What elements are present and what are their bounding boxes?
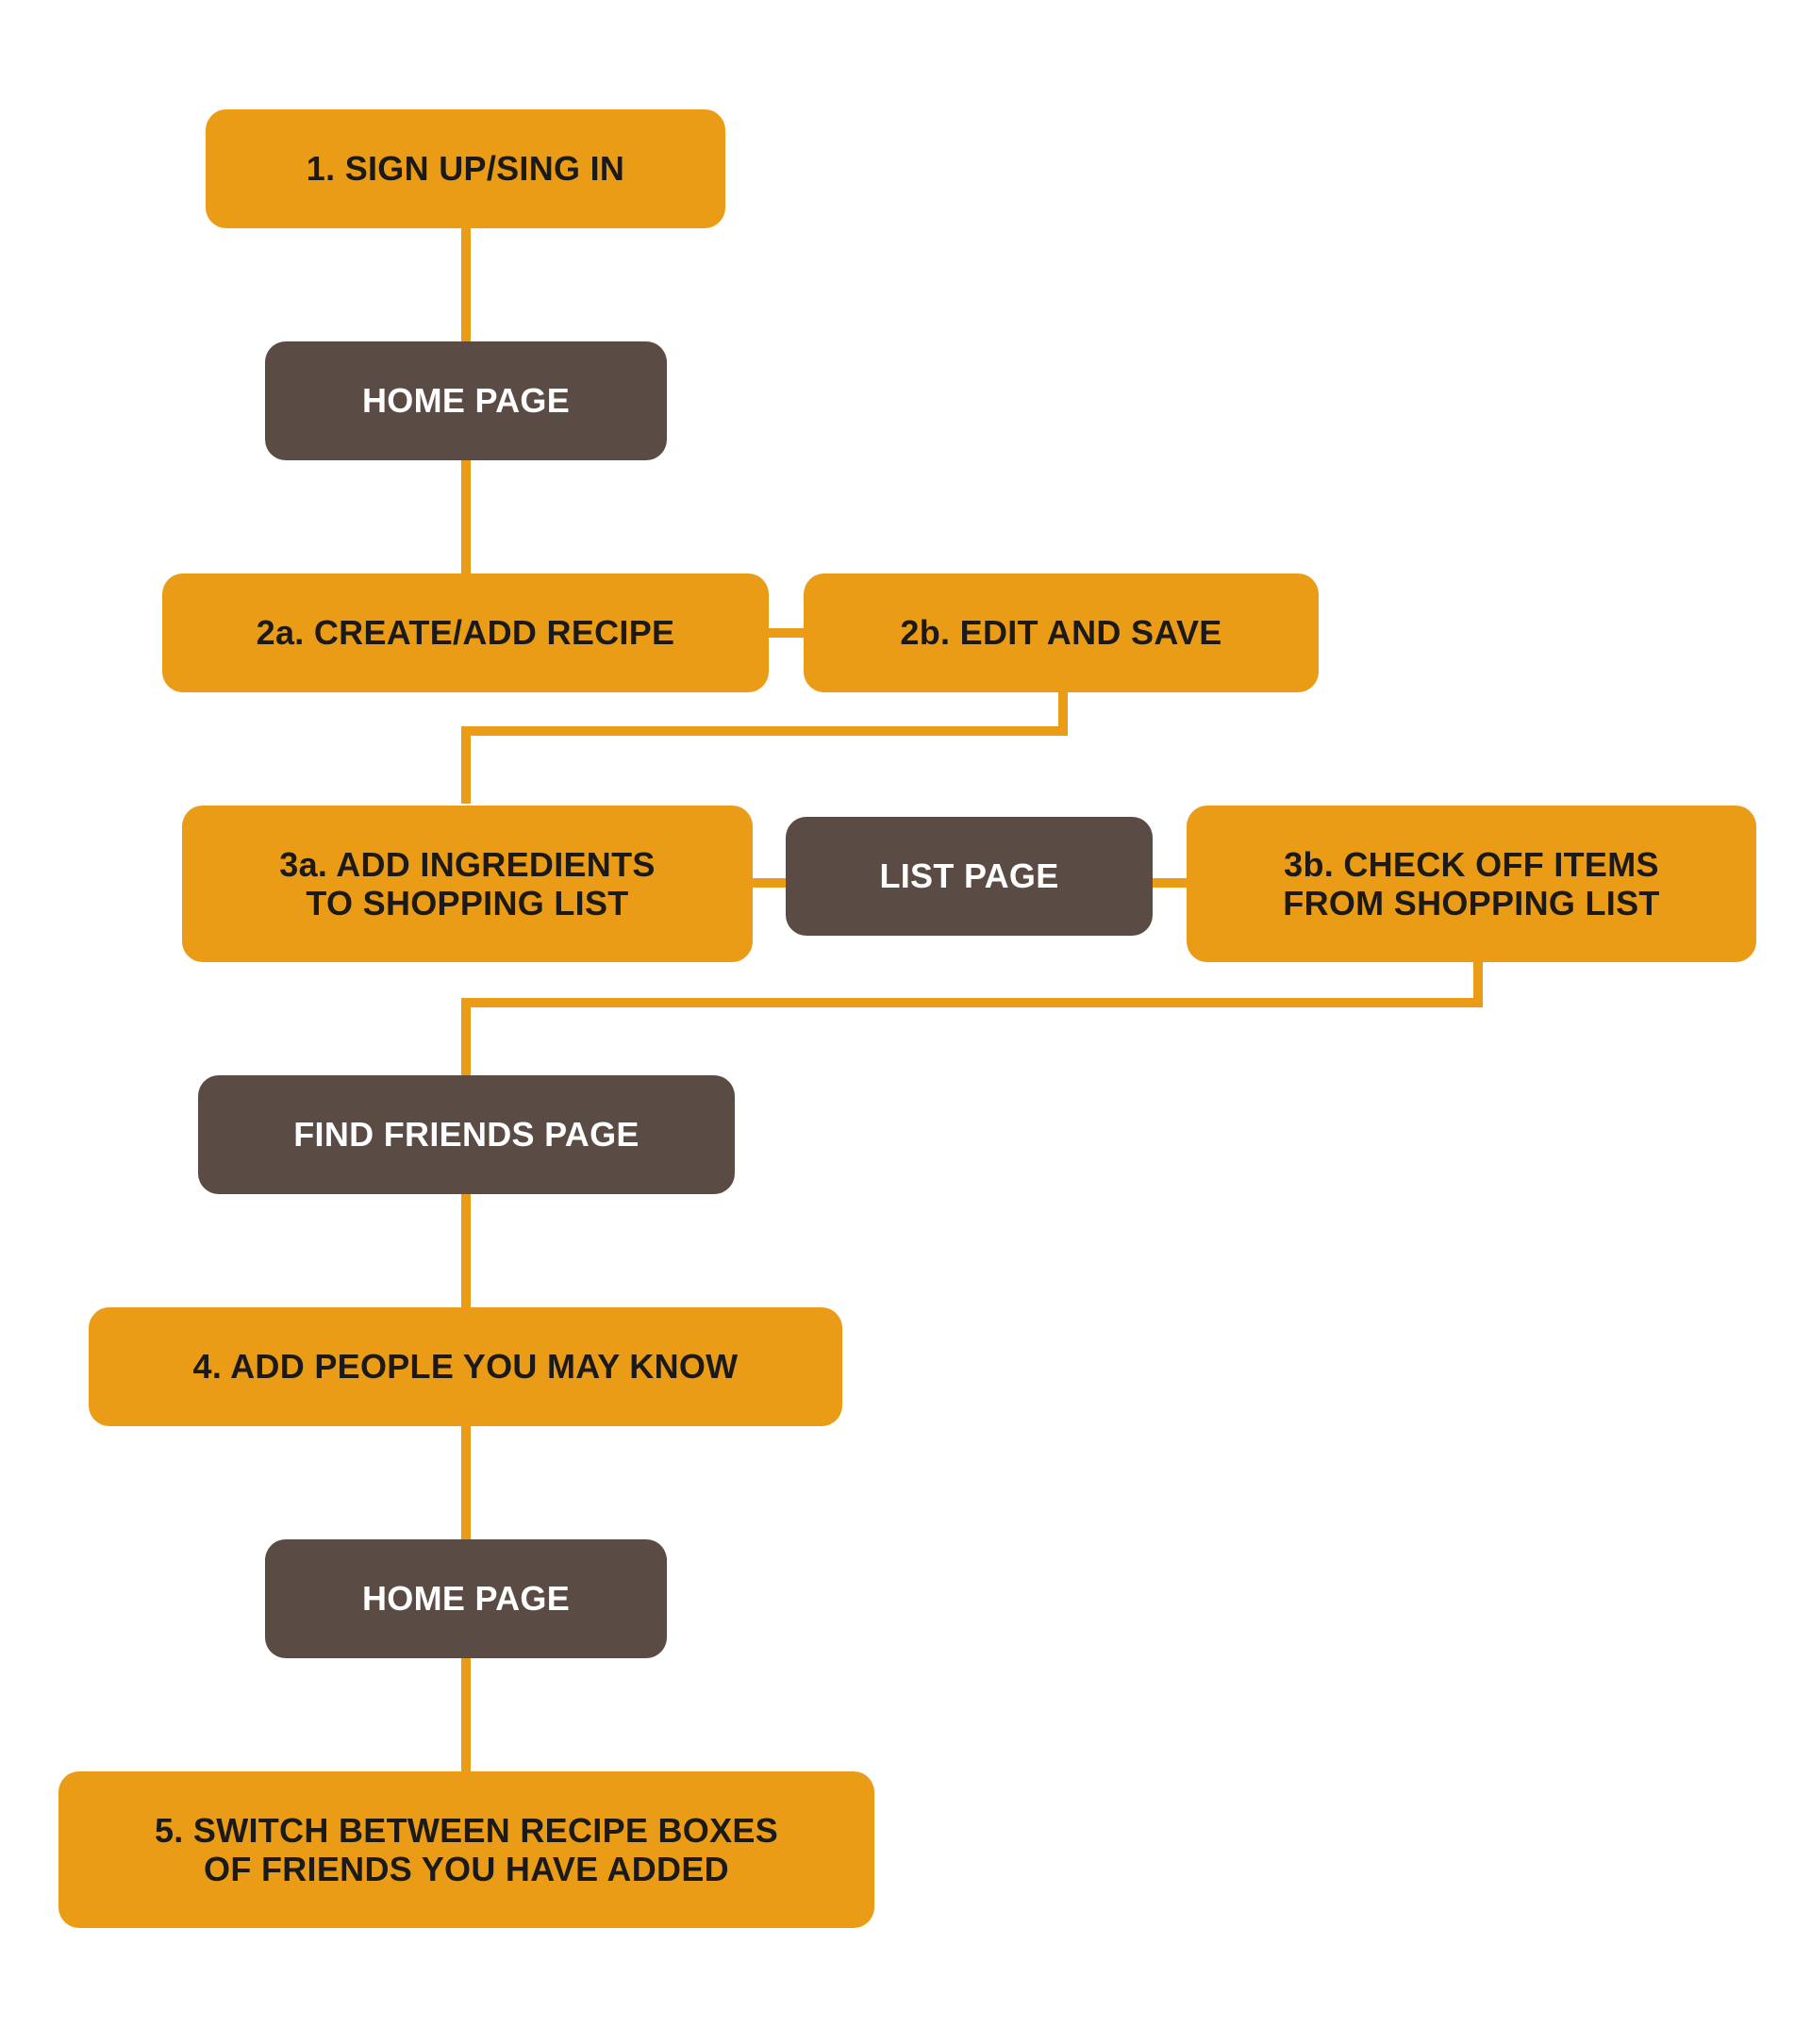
connector-create-edit (764, 628, 807, 638)
connector-checkoff-horizontal (461, 998, 1483, 1007)
list-page-node: LIST PAGE (786, 817, 1153, 936)
step-switch-boxes-label: 5. SWITCH BETWEEN RECIPE BOXES OF FRIEND… (154, 1810, 779, 1888)
connector-to-ingredients (461, 726, 471, 804)
connector-list-checkoff (1149, 878, 1188, 888)
step-add-people-label: 4. ADD PEOPLE YOU MAY KNOW (192, 1347, 739, 1387)
step-check-off: 3b. CHECK OFF ITEMS FROM SHOPPING LIST (1187, 806, 1756, 962)
step-create-recipe: 2a. CREATE/ADD RECIPE (162, 573, 769, 692)
step-edit-save: 2b. EDIT AND SAVE (804, 573, 1319, 692)
home-page-label: HOME PAGE (361, 381, 571, 421)
find-friends-page-label: FIND FRIENDS PAGE (293, 1115, 640, 1155)
step-add-people: 4. ADD PEOPLE YOU MAY KNOW (89, 1307, 842, 1426)
step-edit-save-label: 2b. EDIT AND SAVE (900, 613, 1222, 653)
connector-to-findfriends (461, 998, 471, 1075)
step-sign-in: 1. SIGN UP/SING IN (206, 109, 725, 228)
connector-addpeople-home (461, 1422, 471, 1543)
find-friends-page-node: FIND FRIENDS PAGE (198, 1075, 735, 1194)
connector-signin-home (461, 226, 471, 347)
connector-edit-down (1058, 687, 1068, 736)
step-check-off-label: 3b. CHECK OFF ITEMS FROM SHOPPING LIST (1283, 844, 1660, 922)
connector-ingredients-list (749, 878, 789, 888)
home-page-node-2: HOME PAGE (265, 1539, 667, 1658)
connector-checkoff-down (1473, 958, 1483, 1007)
step-sign-in-label: 1. SIGN UP/SING IN (306, 149, 625, 189)
connector-edit-horizontal (461, 726, 1068, 736)
home-page-label-2: HOME PAGE (361, 1579, 571, 1619)
step-add-ingredients: 3a. ADD INGREDIENTS TO SHOPPING LIST (182, 806, 753, 962)
connector-home-switch (461, 1654, 471, 1775)
step-switch-boxes: 5. SWITCH BETWEEN RECIPE BOXES OF FRIEND… (58, 1771, 874, 1928)
home-page-node: HOME PAGE (265, 341, 667, 460)
step-create-recipe-label: 2a. CREATE/ADD RECIPE (256, 613, 675, 653)
step-add-ingredients-label: 3a. ADD INGREDIENTS TO SHOPPING LIST (279, 844, 656, 922)
connector-findfriends-addpeople (461, 1190, 471, 1311)
connector-home-create (461, 457, 471, 577)
list-page-label: LIST PAGE (879, 856, 1059, 896)
